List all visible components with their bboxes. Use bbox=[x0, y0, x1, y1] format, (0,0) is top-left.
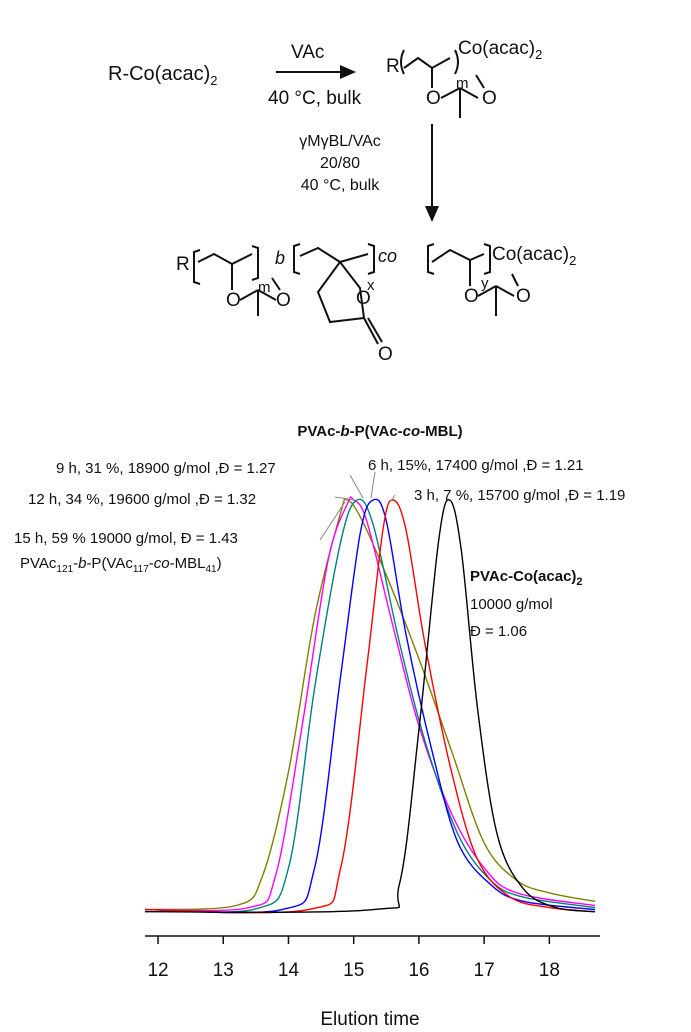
annotation-leaders bbox=[319, 471, 396, 541]
step2-ratio: 20/80 bbox=[320, 155, 360, 172]
product2-co: co bbox=[378, 246, 397, 266]
x-tick-label: 14 bbox=[278, 960, 300, 981]
chart-curves bbox=[144, 496, 596, 914]
reaction-scheme: R-Co(acac)2 VAc 40 °C, bulk R m O O Co(a… bbox=[108, 38, 576, 365]
gpc-trace-2 bbox=[144, 498, 596, 913]
product1-R: R bbox=[386, 56, 400, 77]
label-9h: 9 h, 31 %, 18900 g/mol ,Đ = 1.27 bbox=[56, 460, 276, 477]
label-12h: 12 h, 34 %, 19600 g/mol ,Đ = 1.32 bbox=[28, 491, 256, 508]
step1-reagent: VAc bbox=[291, 42, 324, 63]
product2-O-carbonyl: O bbox=[378, 344, 393, 365]
label-macroinitiator-dispersity: Đ = 1.06 bbox=[470, 623, 527, 640]
step2-arrow bbox=[425, 124, 439, 222]
label-6h: 6 h, 15%, 17400 g/mol ,Đ = 1.21 bbox=[368, 457, 584, 474]
step1-arrow bbox=[276, 65, 356, 79]
label-macroinitiator-mn: 10000 g/mol bbox=[470, 596, 553, 613]
step1-conditions: 40 °C, bulk bbox=[268, 88, 362, 109]
label-macroinitiator: PVAc-Co(acac)2 bbox=[470, 568, 583, 588]
product2-O-ester1: O bbox=[226, 290, 241, 311]
x-tick-label: 13 bbox=[213, 960, 234, 981]
gpc-trace-3 bbox=[144, 498, 596, 914]
product2-endgroup: Co(acac)2 bbox=[492, 244, 576, 268]
product1-O1: O bbox=[426, 88, 441, 109]
product1-m: m bbox=[456, 75, 469, 92]
product1-endgroup: Co(acac)2 bbox=[458, 38, 542, 62]
product2-m: m bbox=[258, 279, 271, 296]
product2-structure bbox=[193, 243, 519, 345]
x-tick-label: 16 bbox=[408, 960, 429, 981]
step2-conditions: 40 °C, bulk bbox=[301, 177, 380, 194]
product2-R: R bbox=[176, 254, 190, 275]
product2-y: y bbox=[481, 275, 489, 292]
product2-O-ester2: O bbox=[464, 286, 479, 307]
gpc-trace-5 bbox=[144, 499, 596, 913]
product2-O-ester2b: O bbox=[516, 286, 531, 307]
product2-O-ester1b: O bbox=[276, 290, 291, 311]
gpc-trace-1 bbox=[144, 496, 596, 912]
label-15h: 15 h, 59 % 19000 g/mol, Đ = 1.43 bbox=[14, 530, 238, 547]
step2-reagent: γMγBL/VAc bbox=[299, 133, 381, 150]
chart-title: PVAc-b-P(VAc-co-MBL) bbox=[297, 423, 462, 440]
gpc-trace-4 bbox=[144, 499, 596, 914]
gpc-trace-0 bbox=[144, 497, 596, 911]
x-tick-label: 12 bbox=[147, 960, 168, 981]
product1-structure bbox=[400, 49, 485, 118]
label-3h: 3 h, 7 %, 15700 g/mol ,Đ = 1.19 bbox=[414, 487, 625, 504]
product2-x: x bbox=[367, 277, 375, 294]
product2-O-ring: O bbox=[356, 288, 371, 309]
x-axis-ticks: 12 13 14 15 16 17 18 bbox=[147, 936, 560, 981]
x-axis-label: Elution time bbox=[320, 1009, 419, 1030]
x-tick-label: 15 bbox=[343, 960, 364, 981]
reactant-label: R-Co(acac)2 bbox=[108, 63, 217, 88]
product1-O2: O bbox=[482, 88, 497, 109]
label-15h-composition: PVAc121-b-P(VAc117-co-MBL41) bbox=[20, 555, 222, 575]
product2-b: b bbox=[275, 248, 285, 268]
x-tick-label: 18 bbox=[539, 960, 560, 981]
x-tick-label: 17 bbox=[474, 960, 495, 981]
